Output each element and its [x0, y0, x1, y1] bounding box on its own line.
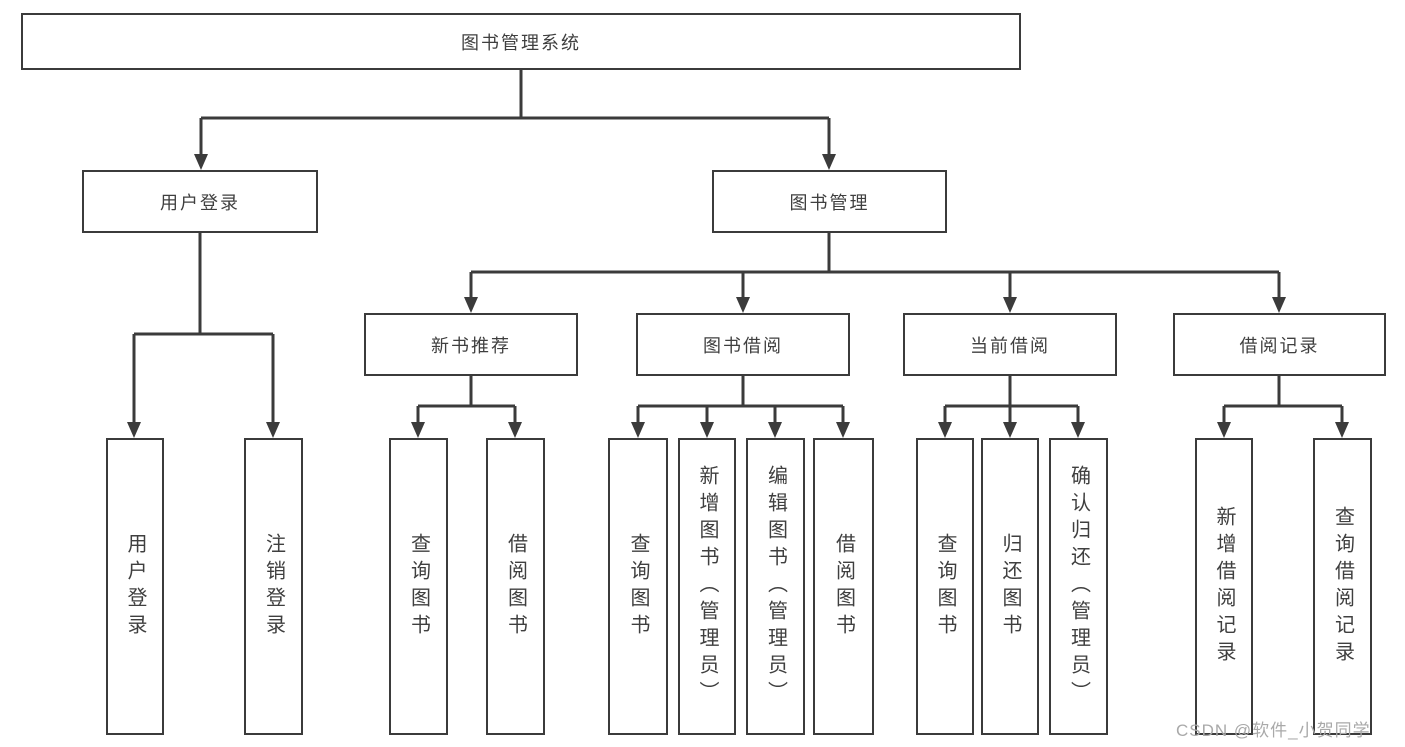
leaf-query-books-recommend: 查询图书 — [389, 438, 448, 735]
leaf-edit-books-admin: 编辑图书（管理员） — [746, 438, 805, 735]
leaf-logout: 注销登录 — [244, 438, 303, 735]
leaf-return-books: 归还图书 — [981, 438, 1039, 735]
csdn-watermark: CSDN @软件_小贺同学 — [1176, 721, 1371, 740]
leaf-query-borrow-record: 查询借阅记录 — [1313, 438, 1372, 735]
leaf-query-books-current: 查询图书 — [916, 438, 974, 735]
leaf-user-login: 用户登录 — [106, 438, 164, 735]
node-borrowing-records: 借阅记录 — [1173, 313, 1386, 376]
node-system-root: 图书管理系统 — [21, 13, 1021, 70]
leaf-borrow-books: 借阅图书 — [813, 438, 874, 735]
leaf-query-books-borrowing: 查询图书 — [608, 438, 668, 735]
node-book-borrowing: 图书借阅 — [636, 313, 850, 376]
node-current-borrowing: 当前借阅 — [903, 313, 1117, 376]
node-book-management-module: 图书管理 — [712, 170, 947, 233]
leaf-add-borrow-record: 新增借阅记录 — [1195, 438, 1253, 735]
leaf-confirm-return-admin: 确认归还（管理员） — [1049, 438, 1108, 735]
node-user-login-module: 用户登录 — [82, 170, 318, 233]
leaf-add-books-admin: 新增图书（管理员） — [678, 438, 736, 735]
leaf-borrow-books-recommend: 借阅图书 — [486, 438, 545, 735]
node-new-book-recommend: 新书推荐 — [364, 313, 578, 376]
